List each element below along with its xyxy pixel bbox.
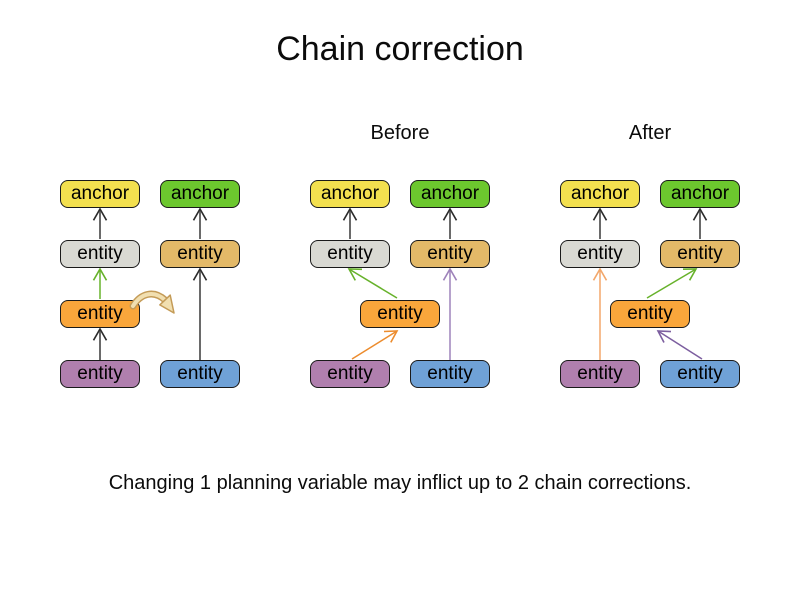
before-entity-gray: entity: [310, 240, 390, 268]
before-anchor-green: anchor: [410, 180, 490, 208]
after-label: After: [628, 122, 672, 144]
after-entity-blue: entity: [660, 360, 740, 388]
before-label: Before: [370, 122, 430, 144]
after-entity-tan: entity: [660, 240, 740, 268]
initial-entity-gray: entity: [60, 240, 140, 268]
after-entity-gray: entity: [560, 240, 640, 268]
initial-entity-purple: entity: [60, 360, 140, 388]
before-entity-blue: entity: [410, 360, 490, 388]
caption: Changing 1 planning variable may inflict…: [108, 472, 692, 494]
before-entity-tan: entity: [410, 240, 490, 268]
initial-entity-tan: entity: [160, 240, 240, 268]
after-entity-purple: entity: [560, 360, 640, 388]
after-entity-orange: entity: [610, 300, 690, 328]
initial-anchor-green: anchor: [160, 180, 240, 208]
before-entity-orange: entity: [360, 300, 440, 328]
initial-entity-orange: entity: [60, 300, 140, 328]
page-title: Chain correction: [276, 30, 524, 68]
before-anchor-yellow: anchor: [310, 180, 390, 208]
before-entity-purple: entity: [310, 360, 390, 388]
after-anchor-green: anchor: [660, 180, 740, 208]
initial-anchor-yellow: anchor: [60, 180, 140, 208]
initial-entity-blue: entity: [160, 360, 240, 388]
after-anchor-yellow: anchor: [560, 180, 640, 208]
